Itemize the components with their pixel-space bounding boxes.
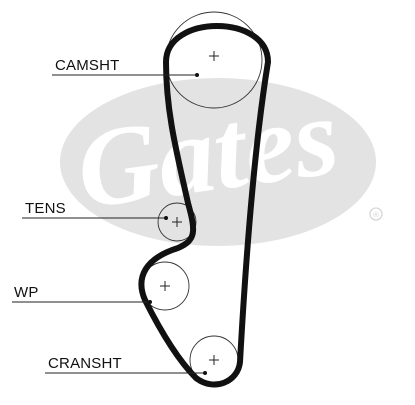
label-tensioner: TENS <box>25 200 66 217</box>
label-camshaft: CAMSHT <box>55 57 120 74</box>
timing-belt <box>138 23 271 388</box>
tensioner-center-mark-icon <box>172 217 182 227</box>
label-crankshaft: CRANSHT <box>48 355 122 372</box>
logo-ellipse <box>60 78 376 246</box>
leader-camshaft <box>52 73 199 77</box>
pulley-tensioner <box>157 202 197 242</box>
leader-tensioner <box>22 216 168 220</box>
leader-dot-water-pump <box>148 300 152 304</box>
leader-crankshaft <box>45 371 207 375</box>
svg-text:®: ® <box>373 211 379 220</box>
leader-water-pump <box>12 300 152 304</box>
crankshaft-center-mark-icon <box>209 355 219 365</box>
leader-dot-crankshaft <box>203 371 207 375</box>
registered-mark-icon: ® <box>369 207 383 221</box>
leader-dot-camshaft <box>195 73 199 77</box>
label-water-pump: WP <box>14 284 39 301</box>
tensioner-pulley-circle <box>157 202 197 242</box>
camshaft-center-mark-icon <box>209 51 219 61</box>
water-pump-center-mark-icon <box>160 281 170 291</box>
leader-dot-tensioner <box>164 216 168 220</box>
gates-logo-watermark: Gates ® <box>60 74 383 246</box>
